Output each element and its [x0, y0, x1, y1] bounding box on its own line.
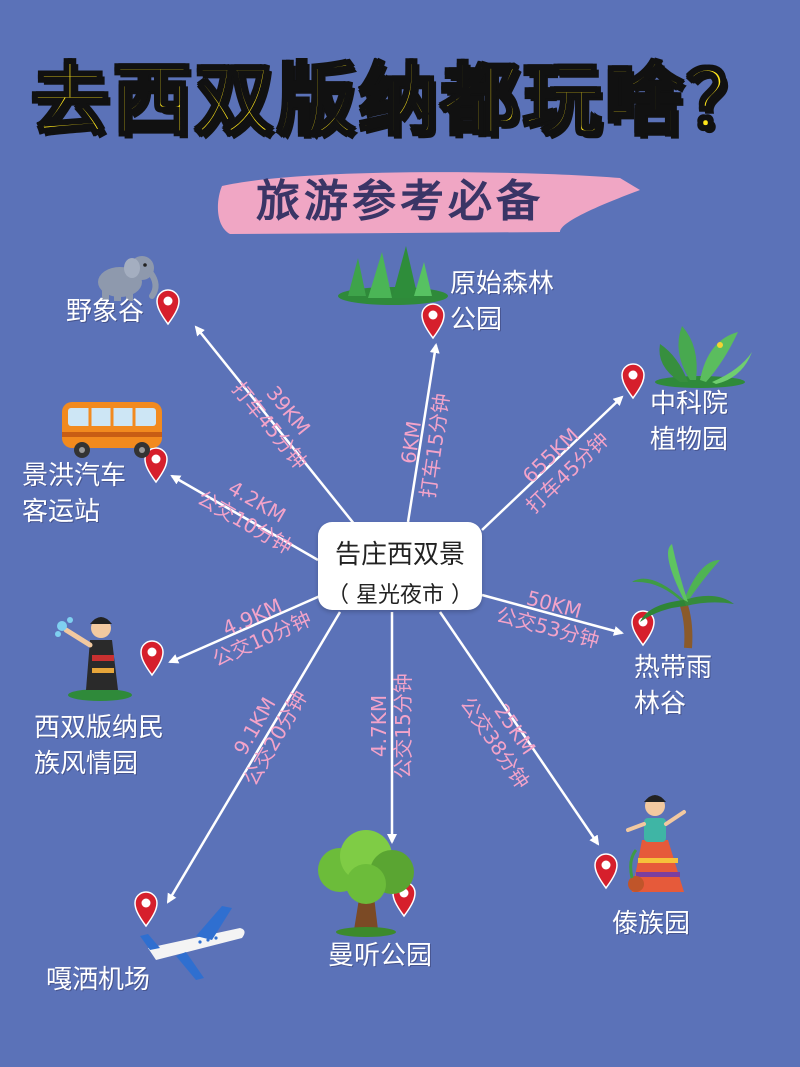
place-primeval-forest: 原始森林 公园	[450, 269, 555, 335]
arrow-ethnic-park	[168, 594, 321, 664]
ethnic-dancer-icon	[55, 617, 132, 701]
arrow-rainforest-valley	[481, 593, 624, 636]
place-airport: 嘎洒机场	[46, 965, 151, 995]
subtitle-banner	[217, 172, 641, 234]
page-title: 去西双版纳都玩啥？	[29, 55, 769, 148]
route-label-manting-park: 4.7KM 公交15分钟	[367, 673, 415, 779]
place-manting-park: 曼听公园	[328, 941, 433, 971]
page-subtitle: 旅游参考必备	[256, 176, 544, 227]
place-botanical-garden: 中科院 植物园	[650, 389, 729, 455]
arrow-airport	[166, 611, 342, 904]
pin-icon	[621, 363, 645, 399]
airplane-icon	[140, 906, 245, 980]
arrow-dai-park	[438, 611, 600, 846]
palm-tree-icon	[632, 544, 734, 649]
place-ethnic-park: 西双版纳民 族风情园	[34, 713, 165, 779]
place-rainforest-valley: 热带雨 林谷	[634, 653, 713, 719]
pin-icon	[134, 891, 158, 927]
place-dai-park: 傣族园	[612, 909, 691, 939]
pin-icon	[156, 289, 180, 325]
plant-icon	[655, 326, 752, 388]
arrow-primeval-forest	[406, 343, 440, 523]
pin-icon	[631, 610, 655, 646]
place-bus-station: 景洪汽车 客运站	[22, 461, 127, 527]
pin-icon	[140, 640, 164, 676]
arrow-wild-elephant	[194, 325, 356, 526]
center-location: 告庄西双景 （ 星光夜市 ）	[318, 522, 482, 610]
arrow-bus-station	[170, 474, 319, 562]
center-sub: （ 星光夜市 ）	[327, 583, 473, 608]
center-name: 告庄西双景	[334, 540, 465, 570]
arrow-botanical-garden	[481, 395, 624, 531]
pin-icon	[594, 853, 618, 889]
tree-icon	[318, 830, 414, 937]
bus-icon	[62, 402, 162, 458]
forest-icon	[338, 246, 448, 305]
dai-woman-icon	[626, 795, 686, 892]
pin-icon	[421, 303, 445, 339]
place-wild-elephant: 野象谷	[66, 297, 145, 327]
elephant-icon	[98, 256, 159, 301]
